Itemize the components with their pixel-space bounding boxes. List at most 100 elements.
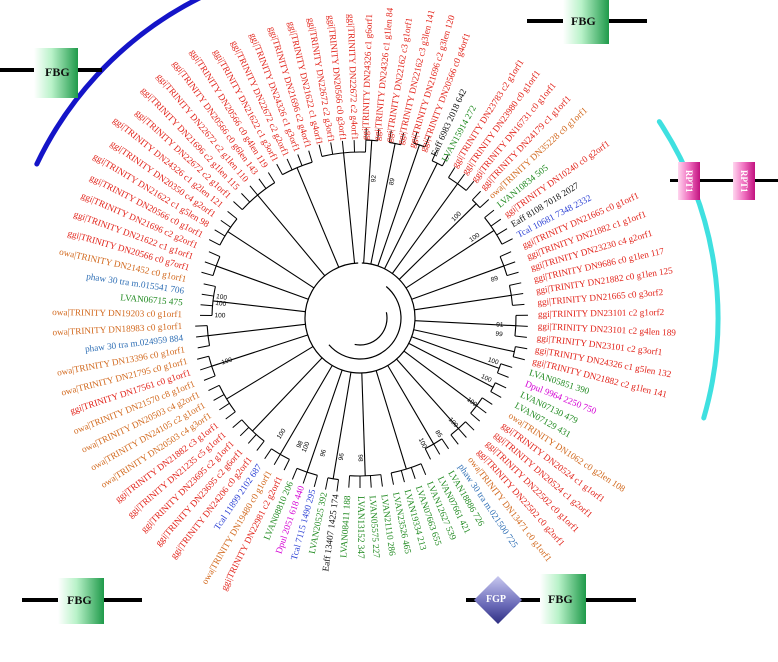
leaf-branch xyxy=(490,218,502,227)
clade-stem xyxy=(408,342,494,388)
leaf-branch xyxy=(465,421,475,431)
leaf-branch xyxy=(514,335,527,338)
leaf-branch xyxy=(273,454,281,466)
fbg-clade-arc xyxy=(34,0,202,167)
clade-stem xyxy=(257,194,326,277)
leaf-branch xyxy=(214,229,226,237)
clade-stem xyxy=(296,167,340,268)
leaf-branch xyxy=(497,372,509,378)
fbg-label: FBG xyxy=(571,14,596,28)
leaf-branch xyxy=(490,391,502,398)
leaf-branch xyxy=(424,448,432,460)
leaf-label: owa|TRINITY DN19203 c0 g1orf1 xyxy=(52,307,182,319)
leaf-branch xyxy=(509,282,522,286)
clade-stem xyxy=(252,357,323,432)
bootstrap-value: 100 xyxy=(417,437,428,450)
rpt1-box-1 xyxy=(678,162,700,200)
clade-stem xyxy=(403,350,478,407)
leaf-branch xyxy=(450,434,459,445)
leaf-label: LVAN06715 475 xyxy=(120,292,184,307)
leaf-branch xyxy=(431,149,438,161)
leaf-branch xyxy=(465,180,475,191)
bootstrap-value: 98 xyxy=(356,454,363,462)
leaf-branch xyxy=(380,474,383,487)
bootstrap-value: 100 xyxy=(215,300,227,308)
bootstrap-value: 89 xyxy=(388,177,397,186)
bootstrap-value: 100 xyxy=(480,373,493,384)
backbone-arc xyxy=(304,262,416,374)
leaf-label: ggi|TRINITY DN23101 c2 g1orf2 xyxy=(538,307,665,319)
leaf-branch xyxy=(308,150,313,163)
leaf-branch xyxy=(201,293,214,297)
fbg-box xyxy=(563,0,609,44)
clade-stem xyxy=(411,336,500,369)
fgp-fbg-domain: FGP FBG xyxy=(466,574,636,625)
clade-stem xyxy=(207,323,306,337)
clade-stem xyxy=(391,183,459,274)
bootstrap-value: 100 xyxy=(215,312,226,319)
leaf-branch xyxy=(458,428,467,438)
leaf-branch xyxy=(258,178,267,189)
tree-branches xyxy=(195,128,528,492)
leaf-branch xyxy=(200,365,212,371)
clade-stem xyxy=(413,329,515,353)
fbg-domain-top-left: FBG xyxy=(0,48,102,98)
leaf-branch xyxy=(264,448,272,460)
bootstrap-value: 85 xyxy=(433,429,443,439)
leaf-branch xyxy=(201,271,214,277)
leaf-branch xyxy=(227,210,238,220)
leaf-branch xyxy=(499,251,512,257)
leaf-branch xyxy=(377,128,380,141)
leaf-label: ggi|TRINITY DN24326 c1 g6orf1 xyxy=(360,13,374,140)
fbg-label: FBG xyxy=(67,593,92,607)
backbone-arc xyxy=(354,312,388,346)
leaf-branch xyxy=(500,363,513,368)
bootstrap-value: 100 xyxy=(216,293,228,302)
leaf-branch xyxy=(515,325,528,327)
leaf-branch xyxy=(400,470,405,483)
clade-stem xyxy=(377,144,420,267)
bootstrap-value: 100 xyxy=(450,210,463,223)
leaf-label: ggi|TRINITY DN22672 c2 g4orf1 xyxy=(346,14,360,141)
leaf-branch xyxy=(476,405,487,414)
leaf-branch xyxy=(336,479,339,492)
leaf-branch xyxy=(232,419,243,429)
clade-stem xyxy=(279,365,333,455)
leaf-branch xyxy=(420,463,427,475)
bootstrap-value: 96 xyxy=(338,452,346,460)
bootstrap-value: 100 xyxy=(276,427,288,440)
leaf-branch xyxy=(204,261,217,267)
leaf-branch xyxy=(297,154,303,166)
leaf-branch xyxy=(247,434,257,444)
clade-stem xyxy=(414,294,512,311)
clade-stem xyxy=(411,265,505,300)
fbg-box xyxy=(540,574,586,624)
clade-stem xyxy=(361,372,366,476)
leaf-branch xyxy=(515,346,528,350)
leaf-branch xyxy=(203,283,216,287)
leaf-branch xyxy=(511,293,524,296)
clade-stem xyxy=(215,265,309,300)
leaf-branch xyxy=(479,199,490,208)
clade-stem xyxy=(227,231,315,289)
leaf-branch xyxy=(241,193,251,203)
leaf-branch xyxy=(313,475,318,488)
bootstrap-value: 92 xyxy=(370,174,378,182)
leaf-branch xyxy=(472,190,481,201)
backbone-arc xyxy=(328,286,402,360)
leaf-branch xyxy=(318,144,323,157)
leaf-branch xyxy=(291,468,298,480)
clade-stem xyxy=(398,203,477,280)
leaf-branch xyxy=(433,443,441,455)
clade-stem xyxy=(384,162,438,270)
leaf-branch xyxy=(208,239,221,246)
fbg-domain-top-right: FBG xyxy=(527,0,647,44)
leaf-branch xyxy=(512,303,525,306)
leaf-branch xyxy=(208,251,221,257)
leaf-branch xyxy=(341,140,345,153)
rpt1-domain: RPT1 RPT1 xyxy=(670,160,778,202)
clade-stem xyxy=(343,152,356,264)
leaf-branch xyxy=(276,163,283,175)
leaf-branch xyxy=(220,219,231,228)
